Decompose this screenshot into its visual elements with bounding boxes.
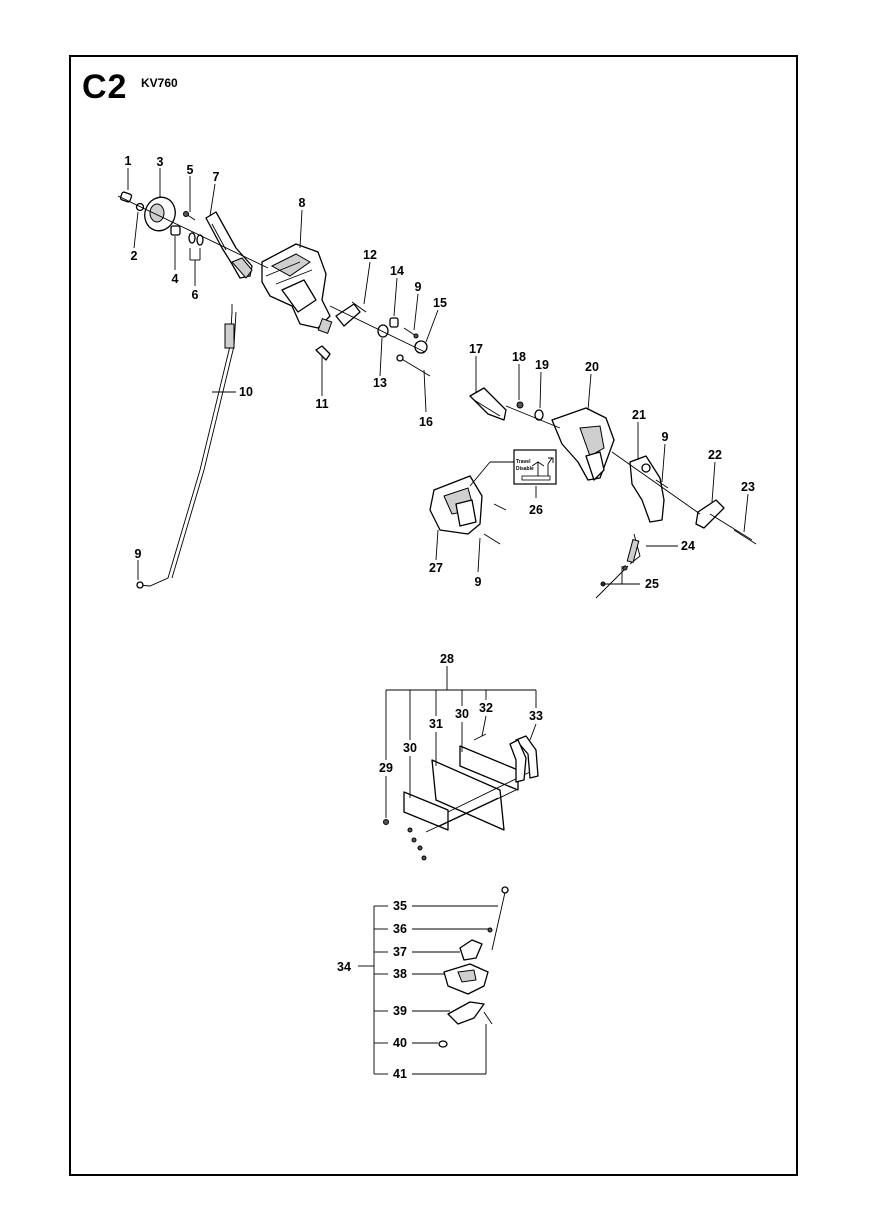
part-15-drawing bbox=[414, 340, 428, 354]
callout-38: 38 bbox=[393, 967, 407, 981]
part-7-drawing bbox=[205, 211, 253, 279]
part-21-drawing bbox=[629, 455, 665, 523]
callout-14: 14 bbox=[390, 264, 404, 278]
callout-28: 28 bbox=[440, 652, 454, 666]
part-3-drawing bbox=[144, 196, 176, 232]
callout-33: 33 bbox=[529, 709, 543, 723]
callout-9-cable: 9 bbox=[135, 547, 142, 561]
part-5-drawing bbox=[183, 211, 196, 221]
callout-17: 17 bbox=[469, 342, 483, 356]
callout-30-left: 30 bbox=[403, 741, 417, 755]
callout-19: 19 bbox=[535, 358, 549, 372]
callout-12: 12 bbox=[363, 248, 377, 262]
callout-41: 41 bbox=[393, 1067, 407, 1081]
callout-36: 36 bbox=[393, 922, 407, 936]
callout-34: 34 bbox=[337, 960, 351, 974]
callout-27: 27 bbox=[429, 561, 443, 575]
callout-32: 32 bbox=[479, 701, 493, 715]
part-drawings-bottom bbox=[438, 886, 509, 1048]
part-20-drawing bbox=[551, 407, 615, 481]
model-name: KV760 bbox=[141, 76, 178, 90]
part-8-drawing bbox=[261, 243, 333, 334]
part-11-drawing bbox=[315, 345, 331, 361]
part-17-drawing bbox=[469, 387, 507, 421]
callout-9-right: 9 bbox=[662, 430, 669, 444]
part-6-drawing bbox=[188, 232, 204, 246]
part-24-drawing bbox=[626, 533, 641, 565]
callout-1: 1 bbox=[125, 154, 132, 168]
callout-9-lower: 9 bbox=[475, 575, 482, 589]
callout-11: 11 bbox=[315, 397, 328, 411]
callout-24: 24 bbox=[681, 539, 695, 553]
callout-2: 2 bbox=[131, 249, 138, 263]
part-25-drawing bbox=[595, 565, 629, 599]
callout-labels: 1 2 3 4 5 6 7 8 9 10 11 12 13 14 9 15 16… bbox=[125, 154, 755, 1081]
part-drawings-upper bbox=[117, 191, 431, 377]
callout-26: 26 bbox=[529, 503, 543, 517]
part-drawings-right: Travel Disable bbox=[429, 387, 757, 599]
page-code: C2 bbox=[82, 68, 128, 106]
part-9-drawing-b bbox=[655, 479, 669, 489]
callout-15: 15 bbox=[433, 296, 447, 310]
callout-35: 35 bbox=[393, 899, 407, 913]
callout-22: 22 bbox=[708, 448, 722, 462]
callout-39: 39 bbox=[393, 1004, 407, 1018]
part-14-drawing bbox=[389, 317, 399, 328]
part-23-drawing bbox=[733, 529, 757, 545]
part-18-drawing bbox=[516, 401, 524, 409]
part-drawings-middle bbox=[383, 733, 539, 861]
callout-29: 29 bbox=[379, 761, 393, 775]
page-frame bbox=[69, 55, 798, 1176]
decal-line1: Travel bbox=[516, 459, 531, 465]
callout-9-upper: 9 bbox=[415, 280, 422, 294]
callout-10: 10 bbox=[239, 385, 253, 399]
callout-37: 37 bbox=[393, 945, 407, 959]
callout-16: 16 bbox=[419, 415, 433, 429]
callout-31: 31 bbox=[429, 717, 443, 731]
decal-line2: Disable bbox=[516, 466, 534, 472]
part-13-drawing bbox=[377, 324, 389, 338]
callout-20: 20 bbox=[585, 360, 599, 374]
callout-5: 5 bbox=[187, 163, 194, 177]
callout-25: 25 bbox=[645, 577, 659, 591]
callout-18: 18 bbox=[512, 350, 526, 364]
callout-23: 23 bbox=[741, 480, 755, 494]
callout-21: 21 bbox=[632, 408, 646, 422]
callout-4: 4 bbox=[172, 272, 179, 286]
part-26-decal: Travel Disable bbox=[513, 449, 557, 485]
part-4-drawing bbox=[170, 225, 181, 236]
part-16-drawing bbox=[396, 354, 431, 377]
part-19-drawing bbox=[534, 409, 544, 421]
callout-40: 40 bbox=[393, 1036, 407, 1050]
leader-lines bbox=[127, 168, 749, 1075]
part-10-drawing bbox=[136, 304, 237, 589]
callout-8: 8 bbox=[299, 196, 306, 210]
callout-30-right: 30 bbox=[455, 707, 469, 721]
part-9-drawing-a bbox=[403, 327, 419, 339]
part-1-drawing bbox=[119, 191, 133, 203]
part-12-drawing bbox=[335, 301, 367, 327]
part-27-drawing bbox=[429, 475, 483, 535]
part-9-drawing-c bbox=[483, 503, 507, 545]
callout-7: 7 bbox=[213, 170, 220, 184]
callout-6: 6 bbox=[192, 288, 199, 302]
callout-3: 3 bbox=[157, 155, 164, 169]
callout-13: 13 bbox=[373, 376, 387, 390]
